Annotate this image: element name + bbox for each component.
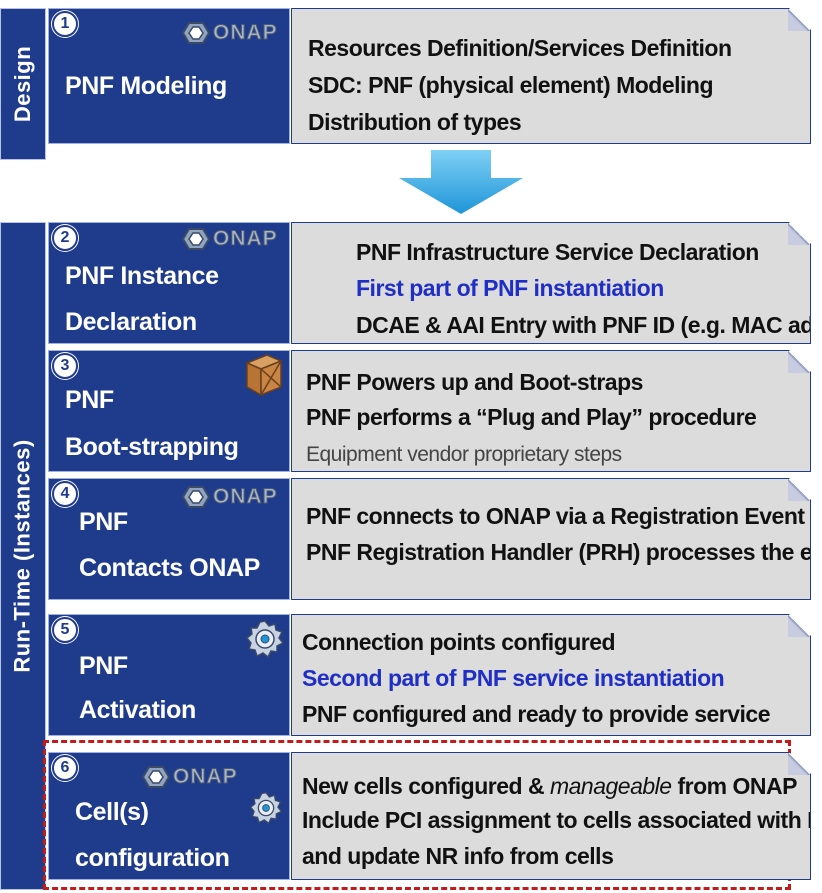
onap-logo: ONAP — [181, 19, 278, 47]
step-2-description-box: PNF Infrastructure Service Declaration F… — [291, 222, 811, 344]
description-line: PNF Registration Handler (PRH) processes… — [306, 539, 811, 565]
description-line: Connection points configured — [302, 629, 616, 655]
crate-icon — [245, 354, 283, 397]
description-line: Distribution of types — [308, 109, 522, 135]
description-line: New cells configured & manageable from O… — [302, 773, 797, 799]
description-line: DCAE & AAI Entry with PNF ID (e.g. MAC a… — [356, 312, 811, 338]
runtime-phase-label: Run-Time (Instances) — [10, 439, 35, 673]
onap-logo-mark-icon — [181, 22, 211, 44]
description-line: Include PCI assignment to cells associat… — [302, 807, 811, 833]
onap-logo: ONAP — [141, 763, 238, 791]
step-1-description-box: Resources Definition/Services Definition… — [291, 8, 811, 144]
step-title-line: PNF Modeling — [65, 72, 227, 100]
step-number-badge: 1 — [52, 11, 78, 37]
description-line: PNF connects to ONAP via a Registration … — [306, 503, 805, 529]
step-number-badge: 6 — [52, 755, 78, 781]
step-4-pnf-contacts-onap: 4 ONAP PNF Contacts ONAP — [48, 478, 290, 600]
step-1-pnf-modeling: 1 ONAP PNF Modeling — [48, 8, 290, 144]
step-3-pnf-boot-strapping: 3 PNF Boot-strapping — [48, 350, 290, 472]
step-6-description-box: New cells configured & manageable from O… — [291, 752, 811, 880]
description-line: PNF Powers up and Boot-straps — [306, 369, 643, 395]
step-title-line: Cell(s) — [75, 798, 149, 826]
step-2-pnf-instance-declaration: 2 ONAP PNF Instance Declaration — [48, 222, 290, 344]
description-line-highlight: Second part of PNF service instantiation — [302, 665, 725, 691]
description-line: PNF configured and ready to provide serv… — [302, 701, 771, 727]
description-line: PNF performs a “Plug and Play” procedure — [306, 404, 757, 430]
onap-logo: ONAP — [181, 225, 278, 253]
flow-down-arrow-icon — [399, 150, 523, 214]
step-number-badge: 5 — [52, 617, 78, 643]
onap-logo-text: ONAP — [213, 227, 278, 251]
onap-logo-text: ONAP — [213, 21, 278, 45]
onap-logo-mark-icon — [181, 486, 211, 508]
step-title-line: Declaration — [65, 308, 197, 336]
step-title-line: Contacts ONAP — [79, 554, 260, 582]
description-line: Resources Definition/Services Definition — [308, 35, 732, 61]
step-3-description-box: PNF Powers up and Boot-straps PNF perfor… — [291, 350, 811, 472]
step-title-line: Boot-strapping — [65, 433, 239, 461]
step-title-line: PNF — [79, 508, 128, 536]
step-6-cells-configuration: 6 ONAP Cell(s) configuration — [48, 752, 290, 880]
step-5-pnf-activation: 5 PNF Activation — [48, 614, 290, 736]
step-number-badge: 3 — [52, 353, 78, 379]
description-line: PNF Infrastructure Service Declaration — [356, 239, 759, 265]
design-phase-bar: Design — [0, 8, 46, 160]
onap-logo: ONAP — [181, 483, 278, 511]
gear-icon — [249, 791, 283, 825]
step-title-line: PNF — [65, 386, 114, 414]
gear-icon — [245, 620, 285, 659]
step-4-description-box: PNF connects to ONAP via a Registration … — [291, 478, 811, 600]
onap-logo-mark-icon — [181, 228, 211, 250]
step-number-badge: 4 — [52, 481, 78, 507]
description-line: SDC: PNF (physical element) Modeling — [308, 72, 713, 98]
onap-logo-text: ONAP — [213, 485, 278, 509]
step-title-line: configuration — [75, 844, 230, 872]
onap-logo-text: ONAP — [173, 765, 238, 789]
step-title-line: PNF Instance — [65, 262, 219, 290]
step-number-badge: 2 — [52, 225, 78, 251]
description-line-highlight: First part of PNF instantiation — [356, 275, 664, 301]
description-line-muted: Equipment vendor proprietary steps — [306, 443, 622, 466]
description-line: and update NR info from cells — [302, 843, 614, 869]
step-title-line: Activation — [79, 696, 196, 724]
runtime-phase-bar: Run-Time (Instances) — [0, 222, 46, 890]
step-5-description-box: Connection points configured Second part… — [291, 614, 811, 736]
design-phase-label: Design — [10, 45, 36, 123]
step-title-line: PNF — [79, 652, 128, 680]
onap-logo-mark-icon — [141, 766, 171, 788]
